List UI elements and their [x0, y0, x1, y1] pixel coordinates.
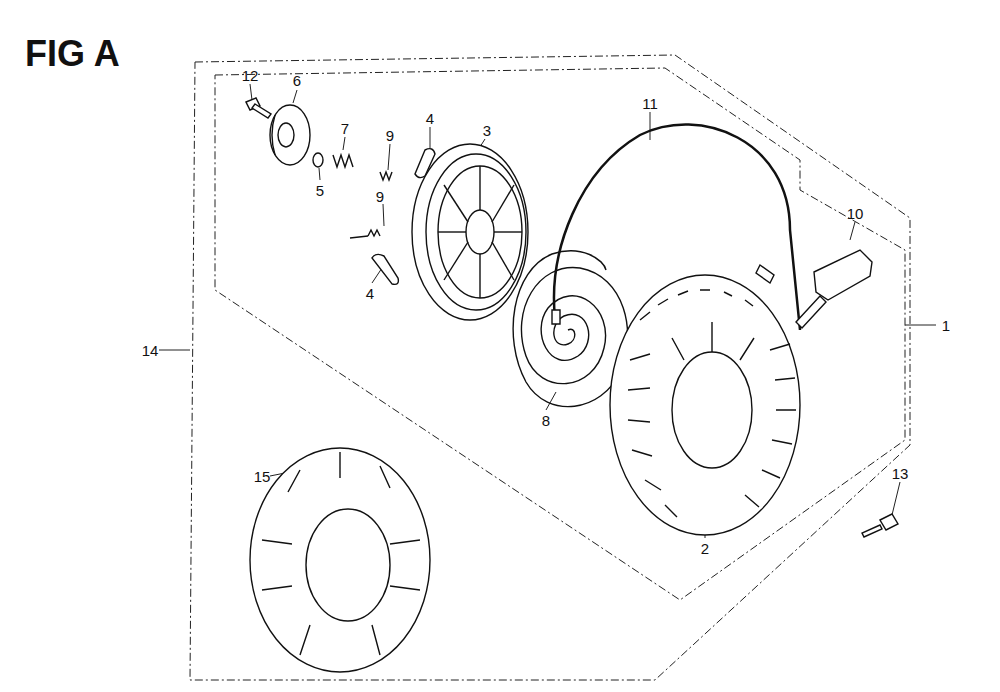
callout-number: 14: [141, 342, 160, 359]
callout-number: 6: [292, 72, 302, 89]
callout-number: 7: [340, 120, 350, 137]
parts: [246, 98, 898, 672]
figure-title: FIG A: [25, 36, 120, 72]
callout-number: 4: [365, 285, 375, 302]
callout-number: 11: [641, 95, 659, 112]
kit-outline: [190, 55, 910, 680]
callout-number: 1: [941, 317, 951, 334]
callout-number: 2: [700, 540, 710, 557]
callout-number: 4: [425, 110, 435, 127]
callout-number: 15: [253, 468, 272, 485]
callout-number: 9: [385, 127, 395, 144]
callout-number: 10: [846, 205, 865, 222]
callout-number: 12: [241, 67, 260, 84]
leader-lines: [159, 84, 936, 538]
callout-number: 9: [375, 188, 385, 205]
callout-number: 5: [315, 182, 325, 199]
callout-number: 13: [891, 465, 910, 482]
callout-number: 3: [482, 122, 492, 139]
callout-number: 8: [541, 412, 551, 429]
